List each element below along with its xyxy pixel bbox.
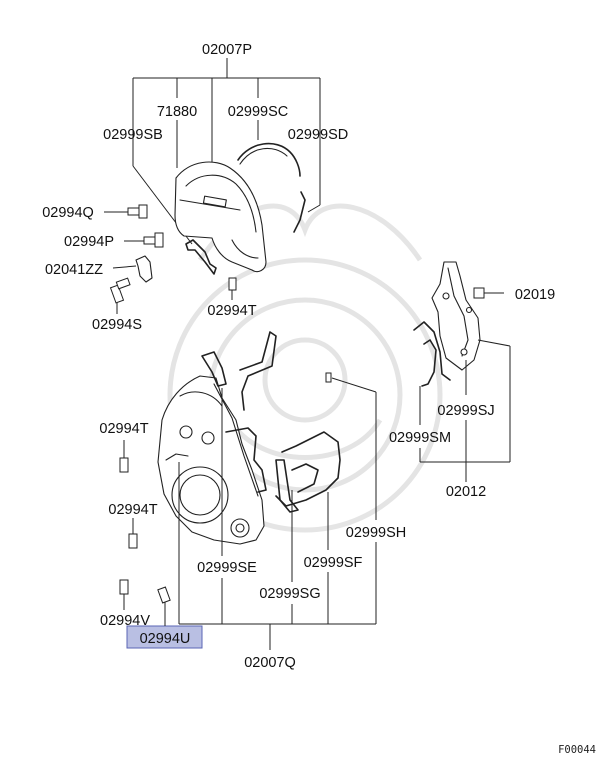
label-02012[interactable]: 02012 bbox=[446, 484, 486, 500]
label-02994V[interactable]: 02994V bbox=[100, 613, 150, 629]
label-02999SG[interactable]: 02999SG bbox=[259, 586, 320, 602]
bolt-02994T-low bbox=[128, 518, 138, 549]
label-02007P[interactable]: 02007P bbox=[202, 42, 252, 58]
seal-02999SB bbox=[185, 239, 217, 275]
seal-02999SH bbox=[275, 431, 341, 507]
bolt-02994T-top bbox=[228, 277, 237, 300]
label-02999SJ[interactable]: 02999SJ bbox=[437, 403, 494, 419]
seal-02999SM bbox=[421, 339, 437, 387]
label-02999SM[interactable]: 02999SM bbox=[389, 430, 451, 446]
upper-timing-cover bbox=[174, 161, 267, 273]
label-02999SB[interactable]: 02999SB bbox=[103, 127, 163, 143]
seal-02999SE bbox=[201, 351, 227, 387]
label-02994T-mid[interactable]: 02994T bbox=[99, 421, 148, 437]
bolt-02994P bbox=[124, 232, 164, 248]
label-02041ZZ[interactable]: 02041ZZ bbox=[45, 262, 103, 278]
label-02007Q[interactable]: 02007Q bbox=[244, 655, 296, 671]
bolt-02994T-mid bbox=[119, 440, 129, 473]
part-labels: 02007P 71880 02999SC 02999SB 02999SD 029… bbox=[42, 42, 555, 671]
label-02999SF[interactable]: 02999SF bbox=[304, 555, 363, 571]
seal-02999SF bbox=[225, 427, 267, 493]
label-02999SC[interactable]: 02999SC bbox=[228, 104, 288, 120]
label-71880[interactable]: 71880 bbox=[157, 104, 197, 120]
bolt-02994S bbox=[109, 277, 131, 314]
rear-plate-group bbox=[413, 261, 511, 482]
bolt-02994Q bbox=[104, 204, 148, 219]
seal-02999SJ bbox=[413, 321, 451, 381]
label-02999SD[interactable]: 02999SD bbox=[288, 127, 348, 143]
bolt-02994U bbox=[157, 586, 171, 626]
upper-cover-group bbox=[104, 58, 321, 314]
bolt-02994V bbox=[119, 579, 129, 610]
bolt-02019 bbox=[473, 287, 504, 299]
label-02994P[interactable]: 02994P bbox=[64, 234, 114, 250]
label-02999SH[interactable]: 02999SH bbox=[346, 525, 406, 541]
label-02994U[interactable]: 02994U bbox=[140, 631, 191, 647]
label-02994S[interactable]: 02994S bbox=[92, 317, 142, 333]
label-02994T-top[interactable]: 02994T bbox=[207, 303, 256, 319]
label-02994Q[interactable]: 02994Q bbox=[42, 205, 94, 221]
label-02999SE[interactable]: 02999SE bbox=[197, 560, 257, 576]
lower-timing-cover bbox=[157, 375, 265, 545]
figure-id: F00044 bbox=[558, 744, 596, 756]
seal-02999SG bbox=[239, 331, 277, 411]
seal-02999SC bbox=[237, 142, 301, 177]
lower-cover-group bbox=[119, 331, 377, 650]
label-02019[interactable]: 02019 bbox=[515, 287, 555, 303]
bracket-02041ZZ bbox=[112, 255, 153, 283]
rear-plate-02012 bbox=[431, 261, 481, 371]
watermark-emblem bbox=[167, 203, 443, 533]
label-02994T-low[interactable]: 02994T bbox=[108, 502, 157, 518]
seal-02999SD bbox=[293, 191, 306, 233]
